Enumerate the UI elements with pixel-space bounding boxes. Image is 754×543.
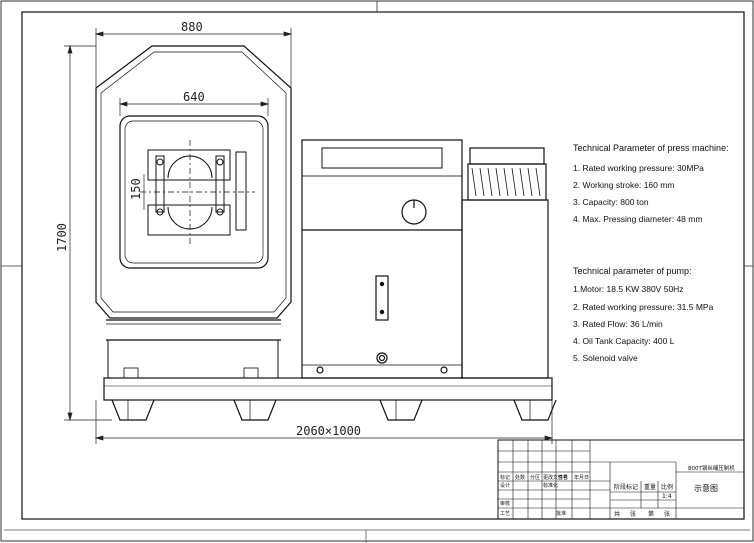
press-parameter-item: 1. Rated working pressure: 30MPa <box>573 163 704 173</box>
dimension-lines <box>64 28 554 444</box>
title-block-reviewer: 审核 <box>500 500 510 507</box>
title-block-weight: 重量 <box>644 483 656 491</box>
title-block-stage-mark: 阶段标记 <box>614 483 638 491</box>
pump-parameters-title: Technical parameter of pump: <box>573 266 692 276</box>
pump-parameter-item: 3. Rated Flow: 36 L/min <box>573 319 663 329</box>
dimension-overall-length: 2060×1000 <box>296 424 361 438</box>
title-block-sheet-label: 张 <box>664 510 670 518</box>
title-block-drawing-name: 800T钢丝绳压制机 <box>688 464 735 472</box>
title-block-change-doc: 更改文件号 <box>543 474 568 481</box>
title-block-standardization: 标准化 <box>543 482 558 489</box>
title-block-mark: 标记 <box>500 474 510 481</box>
title-block-total: 共 <box>614 510 620 518</box>
title-block-sheet-count: 张 <box>630 510 636 518</box>
title-block-sheet-no: 第 <box>648 510 654 518</box>
title-block-signature: 签名 <box>558 474 568 481</box>
press-parameters-title: Technical Parameter of press machine: <box>573 143 729 153</box>
press-parameter-item: 3. Capacity: 800 ton <box>573 197 649 207</box>
hydraulic-cabinet <box>301 139 463 379</box>
pump-parameter-item: 5. Solenoid valve <box>573 353 638 363</box>
press-parameter-item: 4. Max. Pressing diameter: 48 mm <box>573 214 702 224</box>
title-block-scale: 比例 <box>661 483 673 491</box>
press-parameter-item: 2. Working stroke: 160 mm <box>573 180 674 190</box>
press-die-assembly <box>140 140 255 245</box>
pump-parameter-item: 4. Oil Tank Capacity: 400 L <box>573 336 675 346</box>
title-block-scale-value: 1:4 <box>662 493 672 500</box>
sheet-inner-border <box>21 11 745 520</box>
title-block-process: 工艺 <box>500 511 510 517</box>
title-block-drawing-title: 示意图 <box>694 483 718 493</box>
base-skid <box>103 377 557 421</box>
dimension-height: 1700 <box>55 223 69 252</box>
dimension-frame-opening: 640 <box>183 90 205 104</box>
title-block-approve: 批准 <box>556 510 566 517</box>
title-block-designer: 设计 <box>500 482 510 489</box>
pump-parameter-item: 1.Motor: 18.5 KW 380V 50Hz <box>573 284 684 294</box>
dimension-frame-width: 880 <box>181 20 203 34</box>
pump-parameters: Technical parameter of pump: 1.Motor: 18… <box>573 266 714 363</box>
title-block-date: 年月日 <box>574 474 589 481</box>
press-parameters: Technical Parameter of press machine: 1.… <box>573 143 729 224</box>
title-block-zone: 分区 <box>530 474 540 481</box>
title-block <box>497 439 745 520</box>
title-block-count: 处数 <box>515 474 525 481</box>
pump-motor <box>461 147 549 379</box>
pump-parameter-item: 2. Rated working pressure: 31.5 MPa <box>573 302 714 312</box>
dimension-stroke: 150 <box>129 178 143 200</box>
